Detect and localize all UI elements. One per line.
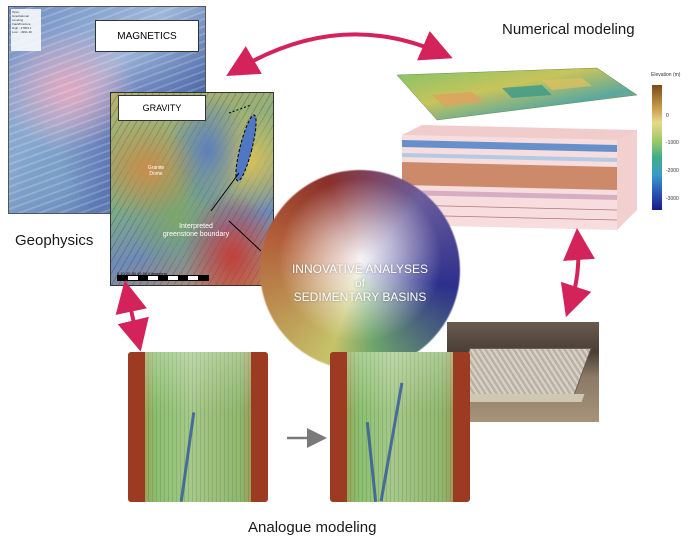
numerical-modeling-label: Numerical modeling <box>502 21 635 38</box>
center-title: INNOVATIVE ANALYSES of SEDIMENTARY BASIN… <box>260 262 460 304</box>
gravity-map: Granite Dome Interpreted greenstone boun… <box>110 92 274 286</box>
legend-item: Gravitational Leveling <box>12 14 29 22</box>
legend-item: Open <box>12 10 20 14</box>
gravity-title: GRAVITY <box>118 95 206 121</box>
arrow-geophysics-analogue <box>115 280 149 352</box>
scale-bar <box>117 275 209 281</box>
analogue-modeling-label: Analogue modeling <box>248 519 377 536</box>
colorbar-tick: -3000 <box>666 196 679 202</box>
gravity-overlay <box>210 104 262 252</box>
legend-item: Low : -4991.39 <box>12 30 32 34</box>
arrow-geophysics-numerical <box>226 30 453 77</box>
center-title-line2: of <box>354 276 365 290</box>
sandbox-photo <box>447 322 599 422</box>
analogue-model-after <box>330 352 470 502</box>
granite-dome-label: Granite Dome <box>147 165 165 177</box>
arrow-numerical-photo <box>560 228 595 318</box>
numerical-model-block <box>396 67 638 230</box>
magnetics-title: MAGNETICS <box>95 20 199 52</box>
center-title-line1: INNOVATIVE ANALYSES <box>291 262 429 276</box>
analogue-model-before <box>128 352 268 502</box>
legend-item: High : 37803.1 <box>12 26 32 30</box>
greenstone-boundary-label: Interpreted greenstone boundary <box>162 223 230 238</box>
geophysics-label: Geophysics <box>15 232 94 249</box>
center-sphere <box>260 170 460 370</box>
colorbar-tick: -2000 <box>666 168 679 174</box>
elevation-colorbar <box>652 85 662 210</box>
scale-labels: 0 10 20 30 40 50 Kilometers <box>117 271 168 276</box>
colorbar-title: Elevation (m) <box>651 72 681 78</box>
magnetics-legend: Open Gravitational Leveling Fault/Fractu… <box>11 9 41 51</box>
center-title-line3: SEDIMENTARY BASINS <box>293 290 427 304</box>
colorbar-tick: 0 <box>666 113 669 119</box>
legend-item: Fault/Fracture <box>12 22 31 26</box>
colorbar-tick: -1000 <box>666 140 679 146</box>
